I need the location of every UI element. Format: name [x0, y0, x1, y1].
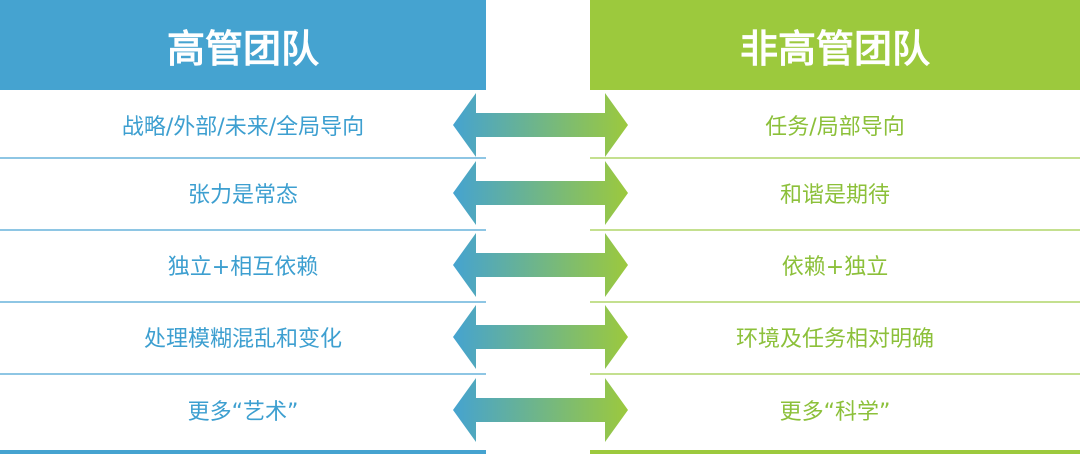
bottom-border — [590, 450, 1080, 454]
right-row-text: 和谐是期待 — [779, 183, 890, 208]
left-row-text: 独立+相互依赖 — [167, 255, 319, 280]
right-row-text: 环境及任务相对明确 — [735, 327, 934, 352]
row-divider — [0, 301, 486, 303]
row-divider — [590, 373, 1080, 375]
row-divider — [0, 373, 486, 375]
double-arrow-icon — [453, 378, 628, 442]
bottom-border — [0, 450, 486, 454]
row-divider — [590, 301, 1080, 303]
right-row-text: 任务/局部导向 — [765, 115, 905, 140]
header-executive-team: 高管团队 — [0, 0, 486, 90]
left-row-text: 更多“艺术” — [187, 400, 299, 425]
left-row-text: 张力是常态 — [187, 183, 298, 208]
double-arrow-icon — [453, 93, 628, 157]
left-row-text: 处理模糊混乱和变化 — [143, 327, 342, 352]
header-non-executive-team: 非高管团队 — [590, 0, 1080, 90]
row-divider — [590, 157, 1080, 159]
row-divider — [0, 157, 486, 159]
left-row-text: 战略/外部/未来/全局导向 — [121, 115, 365, 140]
right-row-text: 依赖+独立 — [781, 255, 889, 280]
right-row-text: 更多“科学” — [779, 400, 891, 425]
row-divider — [0, 229, 486, 231]
double-arrow-icon — [453, 305, 628, 369]
double-arrow-icon — [453, 233, 628, 297]
row-divider — [590, 229, 1080, 231]
double-arrow-icon — [453, 161, 628, 225]
